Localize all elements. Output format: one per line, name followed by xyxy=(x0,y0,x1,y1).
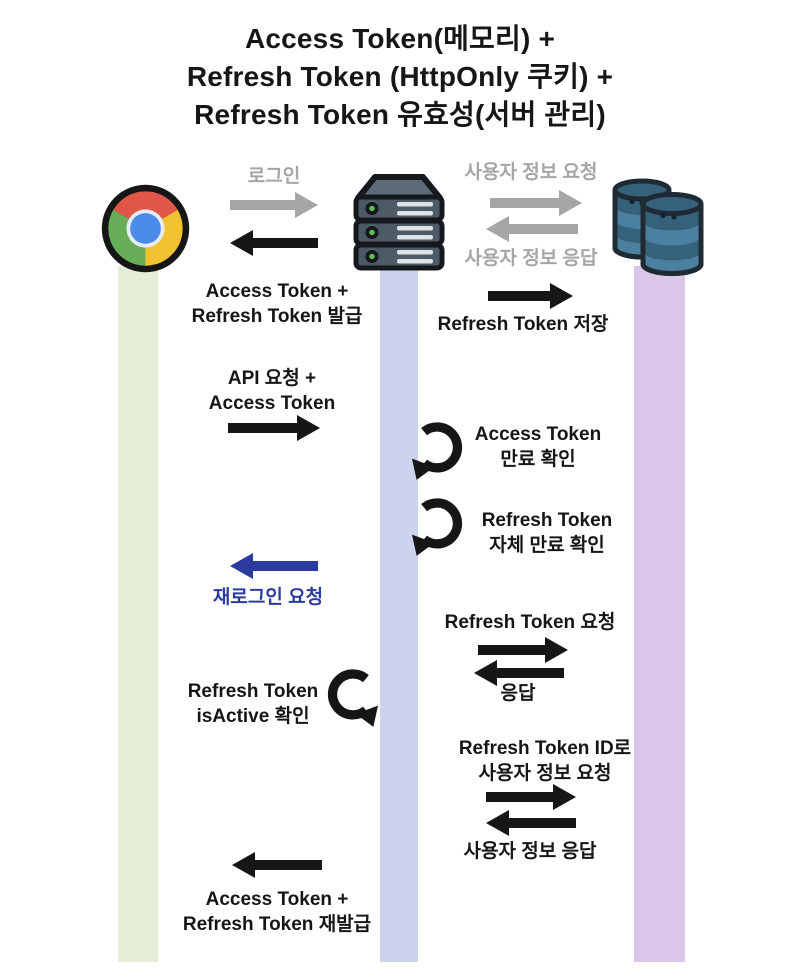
user-info-by-id-arrow xyxy=(486,784,576,810)
user-info-request-arrow xyxy=(490,190,582,216)
diagram-title: Access Token(메모리) + Refresh Token (HttpO… xyxy=(186,23,614,130)
token-reissue-arrow xyxy=(232,852,322,878)
server-lifeline xyxy=(380,266,418,962)
server-rack-icon xyxy=(351,170,447,272)
access-expiry-label: Access Token 만료 확인 xyxy=(474,424,602,470)
chrome-browser-icon xyxy=(99,182,192,275)
refresh-expiry-label: Refresh Token 자체 만료 확인 xyxy=(481,510,613,556)
refresh-expiry-loop-icon xyxy=(412,496,464,567)
isactive-check-label: Refresh Token isActive 확인 xyxy=(187,681,319,727)
user-info-response2-label: 사용자 정보 응답 xyxy=(463,841,597,862)
isactive-loop-icon xyxy=(326,666,378,739)
token-reissue-label: Access Token + Refresh Token 재발급 xyxy=(182,889,372,935)
relogin-arrow xyxy=(230,553,318,579)
refresh-request-arrow xyxy=(478,637,568,663)
user-info-response-arrow xyxy=(486,216,578,242)
refresh-request-label: Refresh Token 요청 xyxy=(444,612,616,633)
token-issue-arrow xyxy=(230,230,318,256)
api-request-arrow xyxy=(228,415,320,441)
user-info-response2-arrow xyxy=(486,810,576,836)
response-label: 응답 xyxy=(500,683,536,704)
refresh-store-label: Refresh Token 저장 xyxy=(437,314,609,335)
refresh-response-arrow xyxy=(474,660,564,686)
user-info-response-label: 사용자 정보 응답 xyxy=(464,248,598,269)
token-issue-label: Access Token + Refresh Token 발급 xyxy=(191,281,363,327)
login-arrow xyxy=(230,192,318,218)
refresh-store-arrow xyxy=(488,283,573,309)
user-info-by-id-label: Refresh Token ID로 사용자 정보 요청 xyxy=(458,738,632,784)
api-request-label: API 요청 + Access Token xyxy=(208,368,336,414)
relogin-label: 재로그인 요청 xyxy=(212,587,324,608)
database-lifeline xyxy=(634,266,685,962)
database-icon xyxy=(606,170,710,276)
user-info-request-label: 사용자 정보 요청 xyxy=(464,162,598,183)
browser-lifeline xyxy=(118,266,158,962)
access-expiry-loop-icon xyxy=(412,420,464,491)
login-label: 로그인 xyxy=(247,166,301,187)
